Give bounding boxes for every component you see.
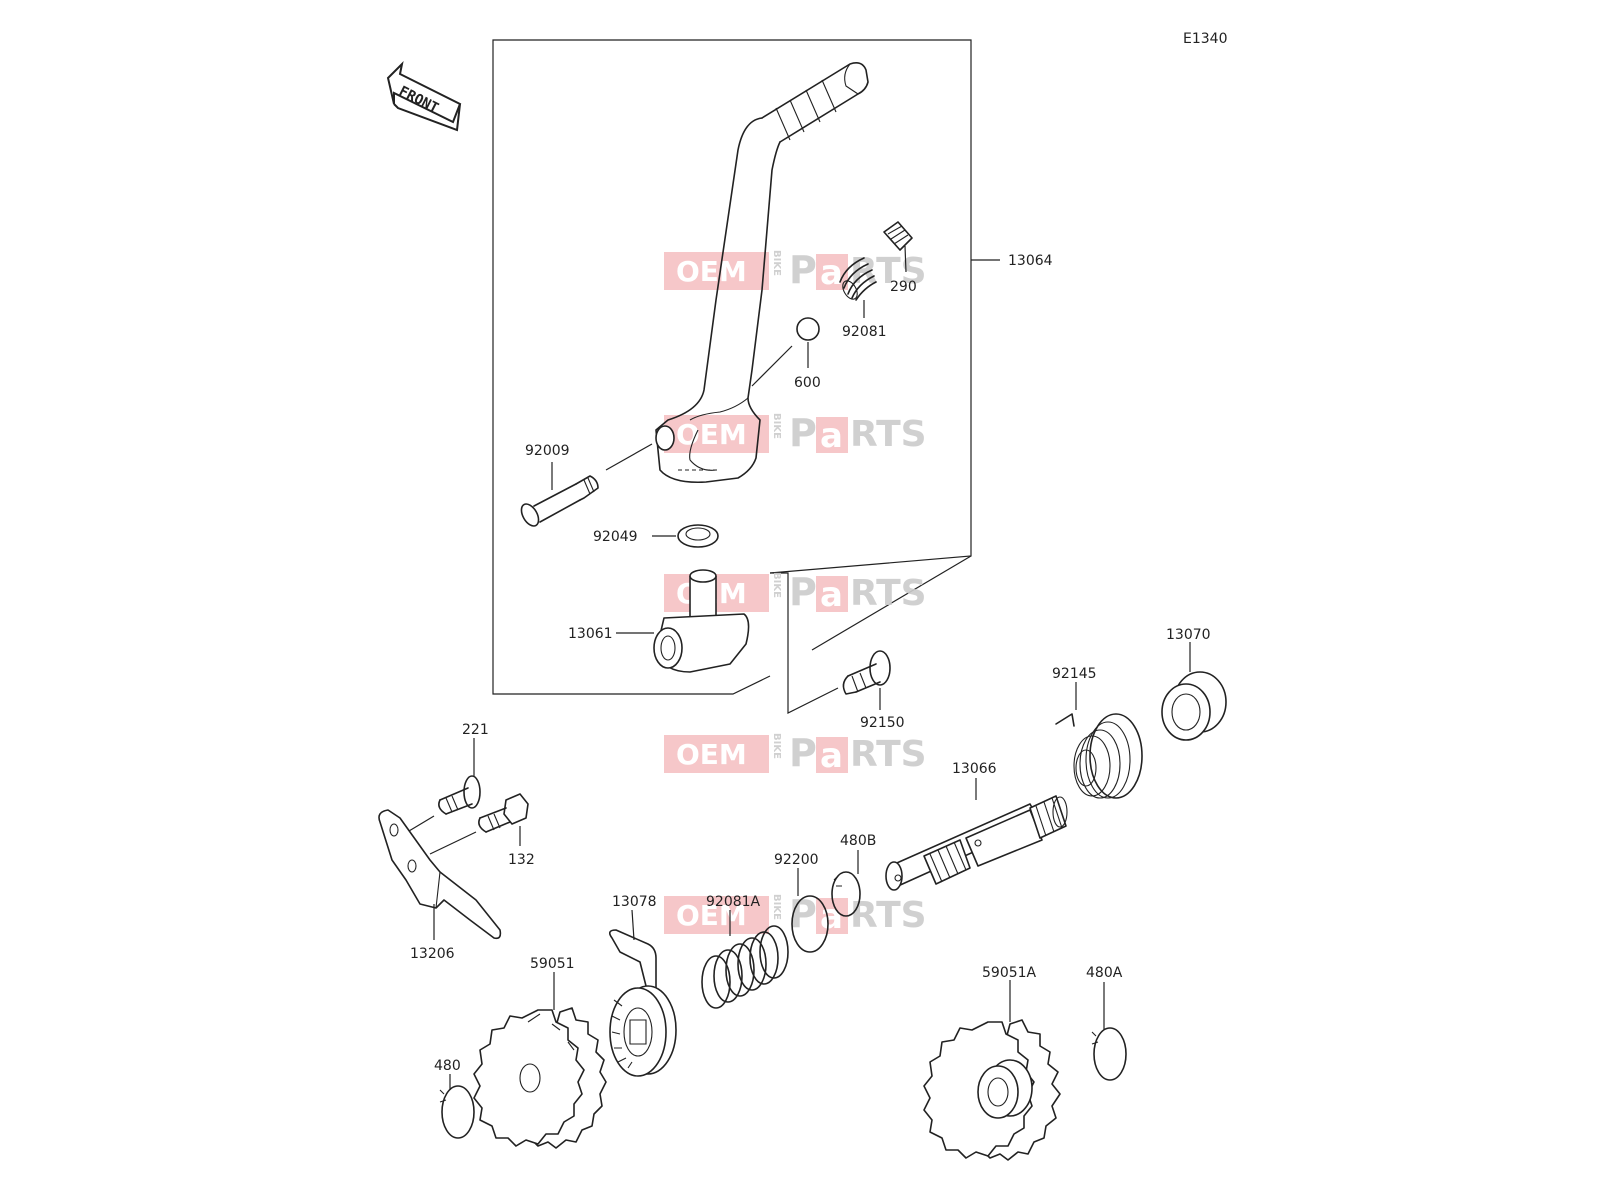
svg-text:a: a bbox=[820, 575, 843, 615]
svg-text:P: P bbox=[789, 248, 817, 292]
label-13206: 13206 bbox=[410, 946, 455, 962]
svg-text:a: a bbox=[820, 897, 843, 937]
label-92049: 92049 bbox=[593, 529, 638, 545]
svg-text:P: P bbox=[789, 731, 817, 775]
svg-text:RTS: RTS bbox=[850, 895, 927, 936]
part-480B-circlip: 480B bbox=[831, 833, 876, 917]
label-13061: 13061 bbox=[568, 626, 613, 642]
part-13066-shaft: 13066 bbox=[885, 761, 1068, 891]
part-221-bolt: 221 bbox=[403, 722, 489, 835]
svg-text:BIKE: BIKE bbox=[771, 413, 782, 439]
label-92150: 92150 bbox=[860, 715, 905, 731]
label-13070: 13070 bbox=[1166, 627, 1211, 643]
svg-text:a: a bbox=[820, 253, 843, 293]
label-600: 600 bbox=[794, 375, 821, 391]
kick-pedal-arm bbox=[655, 62, 869, 484]
part-92081A-spring: 92081A bbox=[701, 894, 789, 1009]
label-92009: 92009 bbox=[525, 443, 570, 459]
part-600-ball: 600 bbox=[751, 317, 821, 391]
svg-text:RTS: RTS bbox=[850, 573, 927, 614]
svg-text:RTS: RTS bbox=[850, 414, 927, 455]
label-480: 480 bbox=[434, 1058, 461, 1074]
part-92081-spring: 92081 bbox=[839, 257, 887, 340]
svg-text:a: a bbox=[820, 736, 843, 776]
svg-text:RTS: RTS bbox=[850, 734, 927, 775]
watermark: OEM BIKE P a RTS OEM BIKE P a RTS OEM BI… bbox=[664, 248, 927, 937]
label-221: 221 bbox=[462, 722, 489, 738]
label-290: 290 bbox=[890, 279, 917, 295]
part-92145-spring: 92145 bbox=[1052, 666, 1143, 799]
svg-text:a: a bbox=[820, 416, 843, 456]
svg-text:BIKE: BIKE bbox=[771, 572, 782, 598]
part-92049-washer: 92049 bbox=[593, 524, 719, 548]
part-290: 290 bbox=[883, 221, 917, 295]
svg-text:BIKE: BIKE bbox=[771, 250, 782, 276]
label-59051A: 59051A bbox=[982, 965, 1037, 981]
label-132: 132 bbox=[508, 852, 535, 868]
part-13206-plate: 13206 bbox=[378, 809, 502, 962]
part-132-bolt: 132 bbox=[429, 793, 535, 868]
label-480A: 480A bbox=[1086, 965, 1123, 981]
label-92081A: 92081A bbox=[706, 894, 761, 910]
part-13078-ratchet: 13078 bbox=[608, 894, 677, 1077]
svg-text:OEM: OEM bbox=[676, 418, 747, 451]
part-92200-washer: 92200 bbox=[774, 852, 829, 953]
part-92009-bolt: 92009 bbox=[520, 443, 653, 527]
svg-text:BIKE: BIKE bbox=[771, 733, 782, 759]
label-92145: 92145 bbox=[1052, 666, 1097, 682]
part-59051A-gear: 59051A bbox=[923, 965, 1061, 1161]
svg-text:BIKE: BIKE bbox=[771, 894, 782, 920]
label-13064: 13064 bbox=[1008, 253, 1053, 269]
part-92150-bolt: 92150 bbox=[842, 650, 905, 731]
part-480-circlip: 480 bbox=[434, 1058, 475, 1139]
part-13070-collar: 13070 bbox=[1161, 627, 1227, 741]
svg-text:OEM: OEM bbox=[676, 255, 747, 288]
label-92200: 92200 bbox=[774, 852, 819, 868]
label-480B: 480B bbox=[840, 833, 876, 849]
svg-text:OEM: OEM bbox=[676, 738, 747, 771]
label-59051: 59051 bbox=[530, 956, 575, 972]
label-13078: 13078 bbox=[612, 894, 657, 910]
svg-text:P: P bbox=[789, 570, 817, 614]
assembly-bracket bbox=[492, 39, 1000, 714]
svg-text:P: P bbox=[789, 411, 817, 455]
label-92081: 92081 bbox=[842, 324, 887, 340]
part-13061-boss: 13061 bbox=[568, 569, 750, 673]
svg-text:OEM: OEM bbox=[676, 899, 747, 932]
diagram-code: E1340 bbox=[1183, 31, 1227, 47]
part-59051-gear: 59051 bbox=[473, 956, 607, 1149]
label-13066: 13066 bbox=[952, 761, 997, 777]
part-480A-circlip: 480A bbox=[1086, 965, 1127, 1081]
front-arrow-icon: FRONT bbox=[386, 60, 462, 132]
